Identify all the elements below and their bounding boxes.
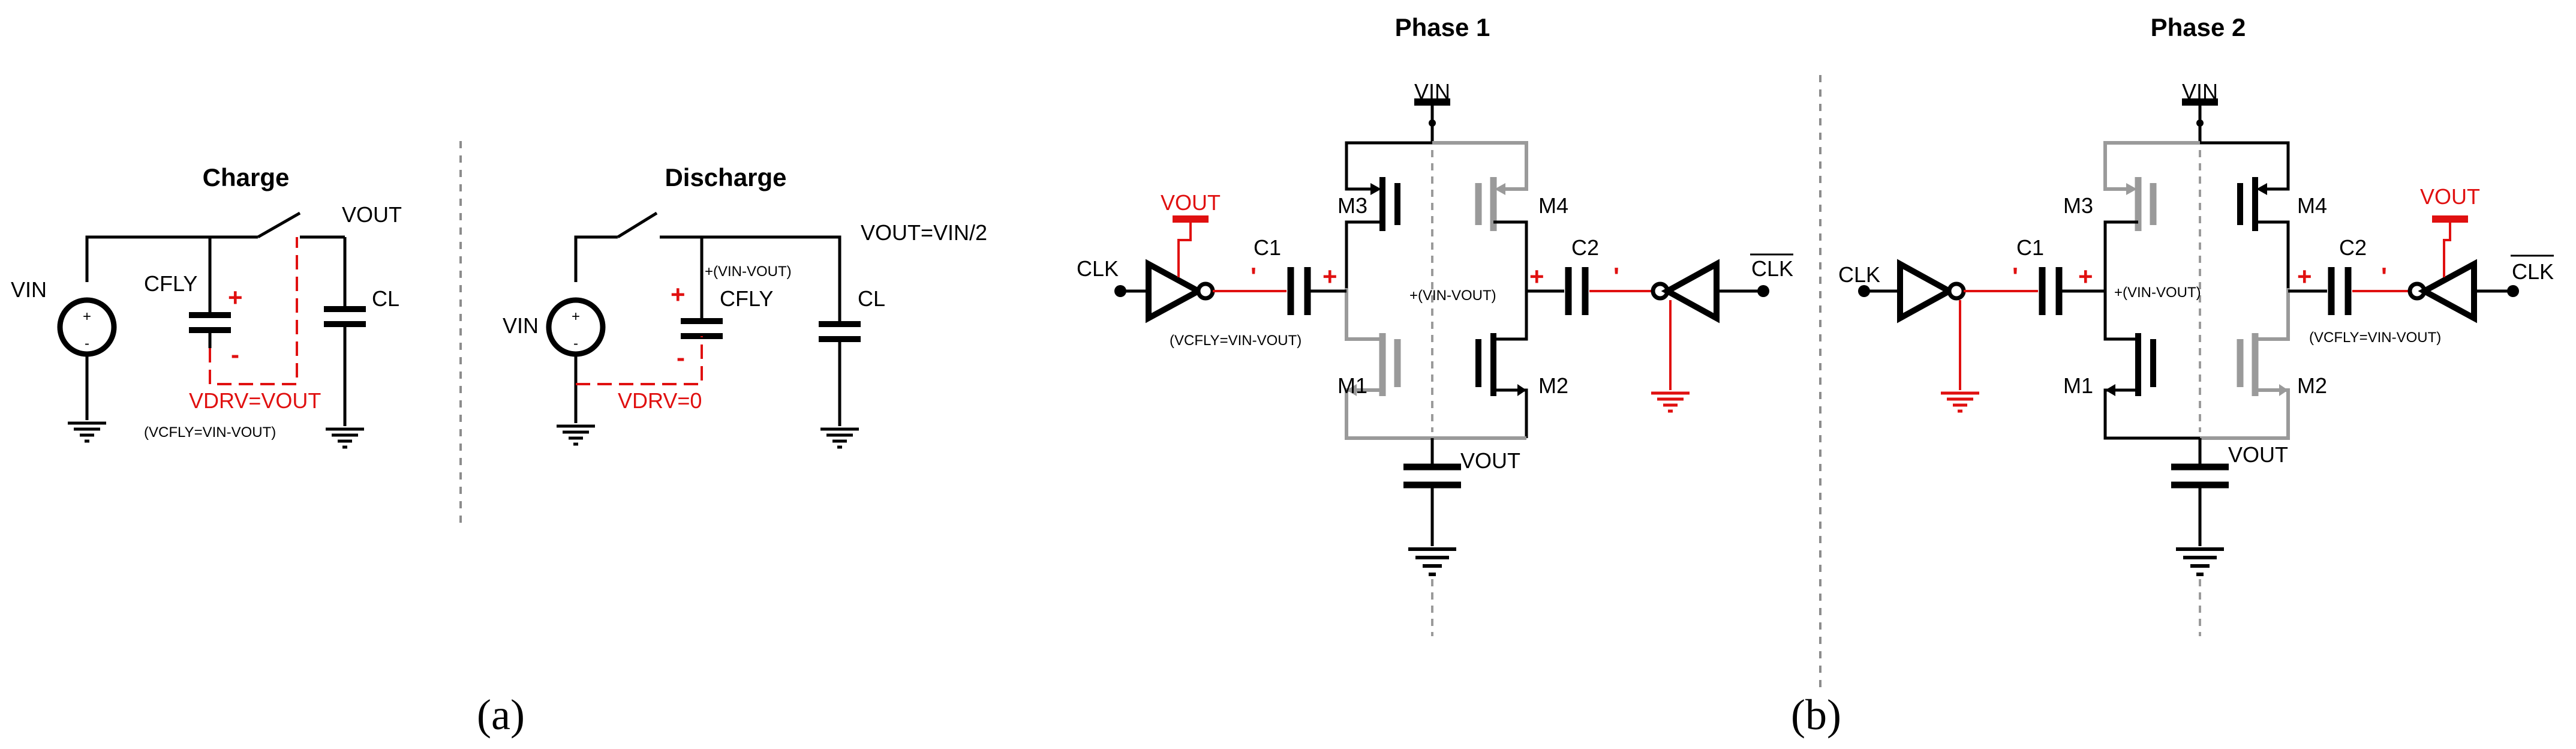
phase1-clkb-label: CLK — [1751, 256, 1793, 281]
phase1-clk-label: CLK — [1077, 256, 1119, 281]
discharge-title: Discharge — [665, 163, 786, 191]
svg-text:': ' — [2381, 262, 2387, 290]
svg-text:+: + — [2078, 262, 2093, 290]
phase1-note-mid: +(VIN-VOUT) — [1409, 287, 1496, 304]
discharge-ground-1 — [557, 426, 595, 444]
svg-text:+: + — [2297, 262, 2312, 290]
discharge-vin-label: VIN — [503, 313, 539, 338]
phase2-vout-label: VOUT — [2228, 442, 2288, 467]
svg-text:+: + — [228, 283, 243, 311]
charge-switch — [257, 211, 301, 239]
svg-text:+: + — [83, 308, 91, 325]
discharge-cfly-note: +(VIN-VOUT) — [705, 263, 792, 280]
charge-ground-1 — [68, 423, 106, 441]
phase1-m1-label: M1 — [1337, 373, 1367, 398]
phase2-c1-label: C1 — [2016, 235, 2044, 260]
svg-text:-: - — [85, 335, 89, 352]
phase2-c2-label: C2 — [2339, 235, 2367, 260]
svg-text:+: + — [1529, 262, 1544, 290]
phase2-clk-label: CLK — [1838, 262, 1880, 287]
discharge-vin-source: + - — [546, 297, 606, 357]
phase1-circuit: Phase 1 VIN M3 M4 M1 M2 — [1077, 13, 1793, 636]
phase2-clkb-label: CLK — [2512, 259, 2554, 284]
charge-vin-label: VIN — [11, 277, 47, 302]
phase2-inverter-right — [2418, 259, 2477, 323]
svg-text:-: - — [231, 340, 239, 368]
discharge-vdrv-path — [576, 336, 703, 385]
svg-text:': ' — [1613, 262, 1619, 290]
phase2-m3-label: M3 — [2063, 193, 2093, 218]
phase1-c1-label: C1 — [1254, 235, 1281, 260]
charge-circuit: Charge + - VIN CFLY + - VDRV=VOUT (VCFLY… — [11, 163, 402, 447]
caption-b: (b) — [1791, 691, 1841, 739]
phase1-vin-label: VIN — [1414, 79, 1450, 104]
svg-text:': ' — [2012, 262, 2018, 290]
charge-vin-source: + - — [57, 297, 117, 357]
charge-cfly-label: CFLY — [144, 271, 197, 296]
phase2-circuit: Phase 2 VIN M3 M4 M1 M2 VOUT — [1838, 13, 2554, 636]
discharge-vdrv-label: VDRV=0 — [618, 388, 702, 413]
discharge-vout-label: VOUT=VIN/2 — [861, 220, 987, 245]
svg-text:': ' — [1251, 262, 1257, 290]
phase1-ground — [1408, 549, 1456, 574]
phase1-m4-label: M4 — [1538, 193, 1568, 218]
phase2-vout-red-label: VOUT — [2420, 184, 2480, 209]
phase2-title: Phase 2 — [2151, 13, 2246, 41]
svg-text:+: + — [671, 280, 686, 308]
phase1-vout-red-label: VOUT — [1161, 190, 1221, 215]
discharge-ground-2 — [820, 429, 859, 447]
svg-text:-: - — [677, 343, 685, 371]
phase1-m3-label: M3 — [1337, 193, 1367, 218]
charge-vout-label: VOUT — [342, 202, 402, 227]
phase2-ground-red — [1941, 393, 1979, 411]
phase2-inverter-left — [1897, 259, 1956, 323]
discharge-switch — [617, 211, 658, 239]
phase1-inverter-right — [1661, 259, 1720, 323]
phase1-ground-red — [1651, 393, 1690, 411]
phase1-title: Phase 1 — [1395, 13, 1490, 41]
charge-ground-2 — [326, 429, 364, 447]
phase2-m1-label: M1 — [2063, 373, 2093, 398]
phase1-vout-label: VOUT — [1460, 448, 1520, 473]
caption-a: (a) — [477, 691, 525, 739]
phase2-note-mid: +(VIN-VOUT) — [2114, 284, 2201, 301]
charge-title: Charge — [203, 163, 290, 191]
phase1-c2-label: C2 — [1571, 235, 1599, 260]
phase2-ground — [2176, 549, 2224, 574]
charge-cfly-note: (VCFLY=VIN-VOUT) — [144, 424, 276, 441]
discharge-cl-label: CL — [858, 286, 885, 311]
charge-vdrv-label: VDRV=VOUT — [189, 388, 321, 413]
discharge-circuit: Discharge + - VIN +(VIN-VOUT) CFLY + - V… — [503, 163, 987, 447]
svg-text:+: + — [1322, 262, 1337, 290]
phase1-note-left: (VCFLY=VIN-VOUT) — [1170, 332, 1301, 349]
phase2-vin-label: VIN — [2182, 79, 2218, 104]
charge-vdrv-path — [209, 237, 298, 385]
phase2-m2-label: M2 — [2297, 373, 2327, 398]
phase1-m2-label: M2 — [1538, 373, 1568, 398]
phase2-m4-label: M4 — [2297, 193, 2327, 218]
charge-cl-label: CL — [372, 286, 399, 311]
phase2-note-right: (VCFLY=VIN-VOUT) — [2309, 329, 2441, 346]
phase1-inverter-left — [1146, 259, 1205, 323]
svg-text:+: + — [572, 308, 580, 325]
discharge-cfly-label: CFLY — [720, 286, 773, 311]
svg-text:-: - — [573, 335, 578, 352]
